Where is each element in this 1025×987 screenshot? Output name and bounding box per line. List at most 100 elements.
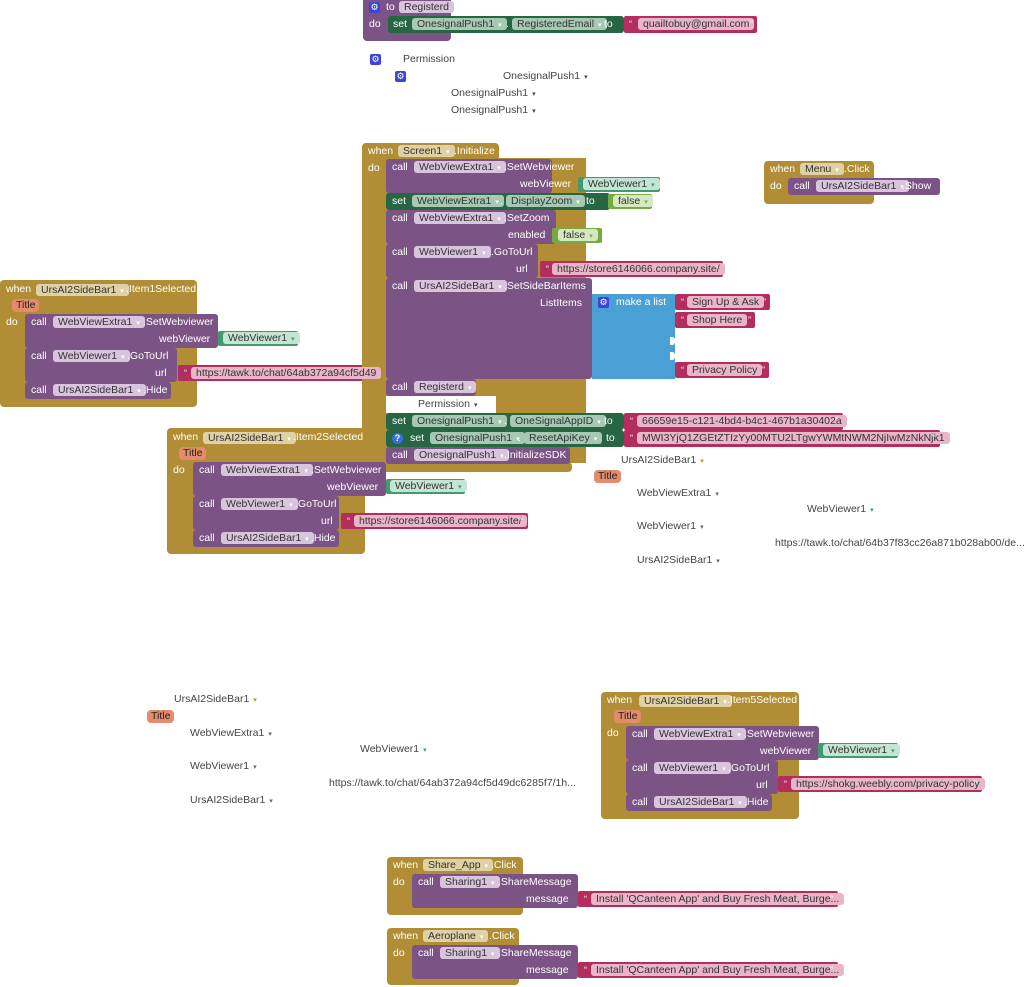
component-dropdown[interactable]: WebViewExtra1▾ <box>414 212 506 224</box>
call-setsidebaritems-block[interactable]: call UrsAI2SideBar1▾ .SetSideBarItems Li… <box>386 278 592 379</box>
text-block-url[interactable]: “ https://shokg.weebly.com/privacy-polic… <box>778 776 985 792</box>
component-dropdown[interactable]: UrsAI2SideBar1▾ <box>36 284 129 296</box>
component-dropdown[interactable]: UrsAI2SideBar1▾ <box>654 796 747 808</box>
empty-socket[interactable] <box>670 352 675 360</box>
property-dropdown[interactable]: OneSignalAppID▾ <box>510 415 606 427</box>
component-dropdown[interactable]: WebViewer1▾ <box>654 762 731 774</box>
call-gotourl-block[interactable]: call WebViewer1▾ .GoToUrl url <box>193 496 339 530</box>
text-value[interactable]: MWI3YjQ1ZGEtZTIzYy00MTU2LTgwYWMtNWM2NjIw… <box>637 432 950 444</box>
set-resetapikey-block[interactable]: ? set OnesignalPush1▾ . ResetApiKey▾ to <box>386 430 624 447</box>
component-dropdown[interactable]: UrsAI2SideBar1▾ <box>221 532 314 544</box>
boolean-dropdown[interactable]: false▾ <box>613 195 653 207</box>
procedure-name-field[interactable]: Registerd <box>399 1 454 13</box>
component-dropdown[interactable]: OnesignalPush1▾ <box>414 449 509 461</box>
param-title[interactable]: Title <box>179 447 207 460</box>
call-initializesdk-block[interactable]: call OnesignalPush1▾ .InitializeSDK <box>386 447 570 464</box>
text-value[interactable]: Privacy Policy <box>687 364 763 376</box>
procedure-dropdown[interactable]: Registerd▾ <box>414 381 477 393</box>
property-dropdown[interactable]: DisplayZoom▾ <box>506 195 585 207</box>
call-setwebviewer-block[interactable]: call WebViewExtra1▾ .SetWebviewer webVie… <box>193 462 386 496</box>
call-sharemessage-block[interactable]: call Sharing1▾ .ShareMessage message <box>412 874 578 908</box>
text-block-email[interactable]: “ quailtobuy@gmail.com ” <box>624 16 757 33</box>
logic-false-block[interactable]: false▾ <box>608 194 653 209</box>
text-block-apikey[interactable]: “ MWI3YjQ1ZGEtZTIzYy00MTU2LTgwYWMtNWM2Nj… <box>624 430 950 447</box>
call-gotourl-block[interactable]: call WebViewer1▾ .GoToUrl url <box>386 244 538 278</box>
component-block-webviewer1[interactable]: WebViewer1▾ <box>578 177 660 192</box>
param-title[interactable]: Title <box>614 710 642 723</box>
text-value[interactable]: Install 'QCanteen App' and Buy Fresh Mea… <box>591 893 845 905</box>
call-gotourl-block[interactable]: call WebViewer1▾ .GoToUrl url <box>626 760 778 794</box>
component-dropdown[interactable]: WebViewer1▾ <box>221 498 298 510</box>
component-dropdown[interactable]: UrsAI2SideBar1▾ <box>639 695 732 707</box>
set-registered-email-block[interactable]: set OnesignalPush1▾ . RegisteredEmail▾ t… <box>388 16 624 33</box>
param-title[interactable]: Title <box>12 299 40 312</box>
make-a-list-block[interactable]: ⚙ make a list <box>592 294 675 379</box>
text-value[interactable]: Sign Up & Ask <box>687 296 765 308</box>
component-dropdown[interactable]: UrsAI2SideBar1▾ <box>816 180 909 192</box>
component-dropdown[interactable]: OnesignalPush1▾ <box>430 432 525 444</box>
component-dropdown[interactable]: WebViewer1▾ <box>414 246 491 258</box>
text-value[interactable]: https://tawk.to/chat/64ab372a94cf5d49 <box>191 367 382 379</box>
component-dropdown[interactable]: WebViewer1▾ <box>390 480 467 492</box>
component-dropdown[interactable]: WebViewer1▾ <box>823 744 900 756</box>
call-setzoom-block[interactable]: call WebViewExtra1▾ .SetZoom enabled <box>386 210 556 244</box>
gear-icon[interactable]: ⚙ <box>369 2 380 13</box>
call-hide-block[interactable]: call UrsAI2SideBar1▾ .Hide <box>626 794 772 811</box>
component-dropdown[interactable]: Aeroplane▾ <box>423 930 489 942</box>
component-dropdown[interactable]: WebViewer1▾ <box>223 332 300 344</box>
text-block-url[interactable]: “ https://store6146066.company.site/ ” <box>540 261 725 277</box>
list-item-text-block[interactable]: “ Shop Here ” <box>675 312 755 328</box>
property-dropdown[interactable]: RegisteredEmail▾ <box>512 18 607 30</box>
component-block-webviewer1[interactable]: WebViewer1▾ <box>818 743 900 758</box>
empty-socket[interactable] <box>670 337 675 345</box>
component-dropdown[interactable]: WebViewExtra1▾ <box>412 195 504 207</box>
text-value[interactable]: https://store6146066.company.site/ <box>354 515 527 527</box>
component-dropdown[interactable]: WebViewer1▾ <box>583 178 660 190</box>
text-value[interactable]: Install 'QCanteen App' and Buy Fresh Mea… <box>591 964 845 976</box>
component-dropdown[interactable]: OnesignalPush1▾ <box>412 415 507 427</box>
component-dropdown[interactable]: WebViewExtra1▾ <box>414 161 506 173</box>
logic-false-block[interactable]: false▾ <box>552 228 602 243</box>
component-dropdown[interactable]: UrsAI2SideBar1▾ <box>414 280 507 292</box>
call-registerd-block[interactable]: call Registerd▾ <box>386 379 477 396</box>
component-dropdown[interactable]: UrsAI2SideBar1▾ <box>203 432 296 444</box>
component-block-webviewer1[interactable]: WebViewer1▾ <box>218 331 300 346</box>
set-displayzoom-block[interactable]: set WebViewExtra1▾ . DisplayZoom▾ to <box>386 193 610 210</box>
text-block-url[interactable]: “ https://tawk.to/chat/64ab372a94cf5d49 <box>178 365 382 381</box>
text-block-message[interactable]: “ Install 'QCanteen App' and Buy Fresh M… <box>578 891 845 907</box>
text-value[interactable]: Shop Here <box>687 314 748 326</box>
list-item-text-block[interactable]: “ Sign Up & Ask ” <box>675 294 770 310</box>
component-dropdown[interactable]: Share_App▾ <box>423 859 494 871</box>
call-setwebviewer-block[interactable]: call WebViewExtra1▾ .SetWebviewer webVie… <box>386 159 574 193</box>
text-block-message[interactable]: “ Install 'QCanteen App' and Buy Fresh M… <box>578 962 845 978</box>
text-block-url[interactable]: “ https://store6146066.company.site/ ” <box>341 513 528 529</box>
set-onesignalappid-block[interactable]: set OnesignalPush1▾ . OneSignalAppID▾ to <box>386 413 624 430</box>
call-show-block[interactable]: call UrsAI2SideBar1▾ .Show <box>788 178 940 195</box>
boolean-dropdown[interactable]: false▾ <box>558 229 598 241</box>
component-dropdown[interactable]: Sharing1▾ <box>440 876 500 888</box>
gear-icon[interactable]: ⚙ <box>598 297 609 308</box>
text-value[interactable]: https://store6146066.company.site/ <box>552 263 725 275</box>
component-dropdown[interactable]: OnesignalPush1▾ <box>412 18 507 30</box>
component-block-webviewer1[interactable]: WebViewer1▾ <box>386 479 467 494</box>
question-icon[interactable]: ? <box>392 433 403 444</box>
component-dropdown[interactable]: WebViewExtra1▾ <box>221 464 313 476</box>
call-hide-block[interactable]: call UrsAI2SideBar1▾ .Hide <box>193 530 339 547</box>
component-dropdown[interactable]: WebViewExtra1▾ <box>654 728 746 740</box>
call-setwebviewer-block[interactable]: call WebViewExtra1▾ .SetWebviewer webVie… <box>626 726 819 760</box>
component-dropdown[interactable]: WebViewExtra1▾ <box>53 316 145 328</box>
component-dropdown[interactable]: Screen1▾ <box>398 145 455 157</box>
call-setwebviewer-block[interactable]: call WebViewExtra1▾ .SetWebviewer webVie… <box>25 314 218 348</box>
component-dropdown[interactable]: Sharing1▾ <box>440 947 500 959</box>
text-value[interactable]: quailtobuy@gmail.com <box>638 18 755 30</box>
text-block-appid[interactable]: “ 66659e15-c121-4bd4-b4c1-467b1a30402a ” <box>624 413 847 430</box>
property-dropdown[interactable]: ResetApiKey▾ <box>524 432 603 444</box>
component-dropdown[interactable]: UrsAI2SideBar1▾ <box>53 384 146 396</box>
list-item-text-block[interactable]: “ Privacy Policy ” <box>675 362 769 378</box>
call-hide-block[interactable]: call UrsAI2SideBar1▾ .Hide <box>25 382 171 399</box>
call-gotourl-block[interactable]: call WebViewer1▾ .GoToUrl url <box>25 348 177 382</box>
component-dropdown[interactable]: WebViewer1▾ <box>53 350 130 362</box>
component-dropdown[interactable]: Menu▾ <box>800 163 844 175</box>
text-value[interactable]: 66659e15-c121-4bd4-b4c1-467b1a30402a <box>637 415 847 427</box>
text-value[interactable]: https://shokg.weebly.com/privacy-policy <box>791 778 985 790</box>
